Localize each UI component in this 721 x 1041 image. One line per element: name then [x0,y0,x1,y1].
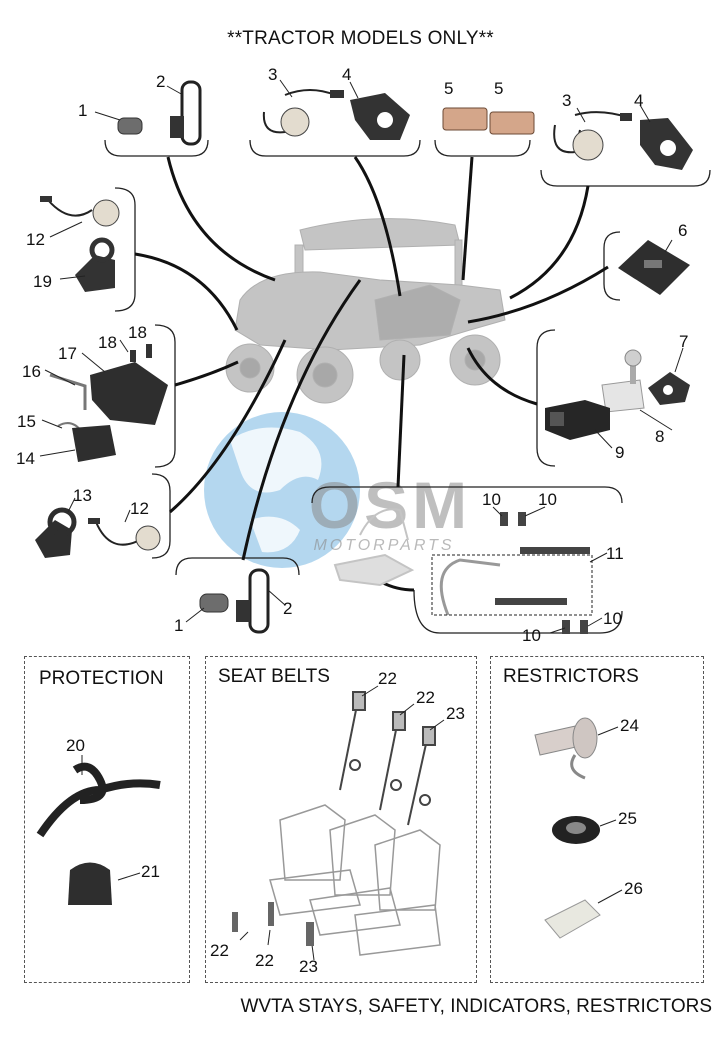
watermark-subtitle: MOTORPARTS [313,537,454,554]
callout-number: 9 [615,443,625,462]
part-21-cap-nut [68,862,112,905]
callout-number: 16 [22,362,41,381]
part-1-spacer-lower [199,593,229,613]
part-22-23-buckles [232,902,314,946]
part-13-bracket [35,507,77,558]
callout-number: 6 [678,221,688,240]
part-5-reflectors [442,107,535,135]
diagram-title: **TRACTOR MODELS ONLY** [227,28,494,49]
part-17-bracket [90,362,168,425]
part-11-rails [439,547,590,616]
part-12-lamp-lower [88,518,161,551]
callout-number: 22 [210,941,229,960]
callout-number: 10 [482,490,501,509]
part-20-cable-sleeve [36,762,161,838]
seat-bench-illustration [269,804,441,956]
callout-number: 3 [562,91,572,110]
part-26-insert [544,899,601,939]
callout-number: 10 [538,490,557,509]
part-12-lamp-left [40,196,120,227]
part-16-rod [49,373,87,410]
part-24-restrictor [534,717,598,780]
callout-number: 2 [156,72,166,91]
part-18-bolts [130,344,152,362]
section-title-seat-belts: SEAT BELTS [218,666,330,687]
part-4-bracket-top [350,93,410,140]
callout-number: 24 [620,716,639,735]
callout-number: 21 [141,862,160,881]
callout-number: 23 [299,957,318,976]
part-2-mirror-lower [236,568,270,634]
part-22-23-seatbelts [339,691,436,826]
part-14-bracket [72,425,116,462]
callout-number: 5 [494,79,504,98]
callout-number: 10 [522,626,541,645]
part-4-bracket-right [640,118,693,170]
restrictors-box [490,656,704,983]
part-8-towball [601,349,645,413]
callout-number: 10 [603,609,622,628]
callout-number: 22 [378,669,397,688]
callout-number: 11 [606,544,624,563]
diagram-caption: WVTA STAYS, SAFETY, INDICATORS, RESTRICT… [240,996,712,1017]
callout-number: 18 [128,323,147,342]
callout-number: 14 [16,449,35,468]
callout-number: 15 [17,412,36,431]
callout-number: 4 [634,91,644,110]
part-1-spacer-top [117,117,143,135]
callout-number: 7 [679,332,689,351]
section-title-protection: PROTECTION [39,668,164,689]
protection-box [24,656,190,983]
part-3-lamp-right [553,111,632,161]
callout-number: 22 [416,688,435,707]
callout-number: 17 [58,344,77,363]
callout-number: 12 [130,499,149,518]
callout-number: 13 [73,486,92,505]
section-title-restrictors: RESTRICTORS [503,666,639,687]
callout-number: 23 [446,704,465,723]
part-2-mirror-top [170,80,202,146]
callout-number: 25 [618,809,637,828]
callout-number: 2 [283,599,293,618]
callout-number: 20 [66,736,85,755]
callout-number: 8 [655,427,665,446]
callout-number: 26 [624,879,643,898]
part-19-bracket [75,237,115,292]
callout-number: 1 [78,101,88,120]
part-seat-frame [333,508,415,587]
part-25-washer [552,816,600,844]
part-9-hitch-receiver [545,400,610,440]
part-6-plate [618,240,690,295]
leader-lines [134,156,609,592]
watermark-logo [204,412,360,568]
watermark-brand: OSM [309,468,471,542]
part-11-dashed-group [431,554,593,616]
part-7-plate [648,372,690,405]
part-10-clips [500,512,588,634]
callout-number: 19 [33,272,52,291]
part-3-lamp-top [262,89,344,137]
callout-number: 4 [342,65,352,84]
utv-vehicle [225,218,506,404]
callout-number: 18 [98,333,117,352]
callout-number: 12 [26,230,45,249]
callout-number: 5 [444,79,454,98]
seat-belts-box [205,656,477,983]
callout-number: 1 [174,616,184,635]
callout-number: 3 [268,65,278,84]
group-brackets [104,139,711,634]
callout-number: 22 [255,951,274,970]
